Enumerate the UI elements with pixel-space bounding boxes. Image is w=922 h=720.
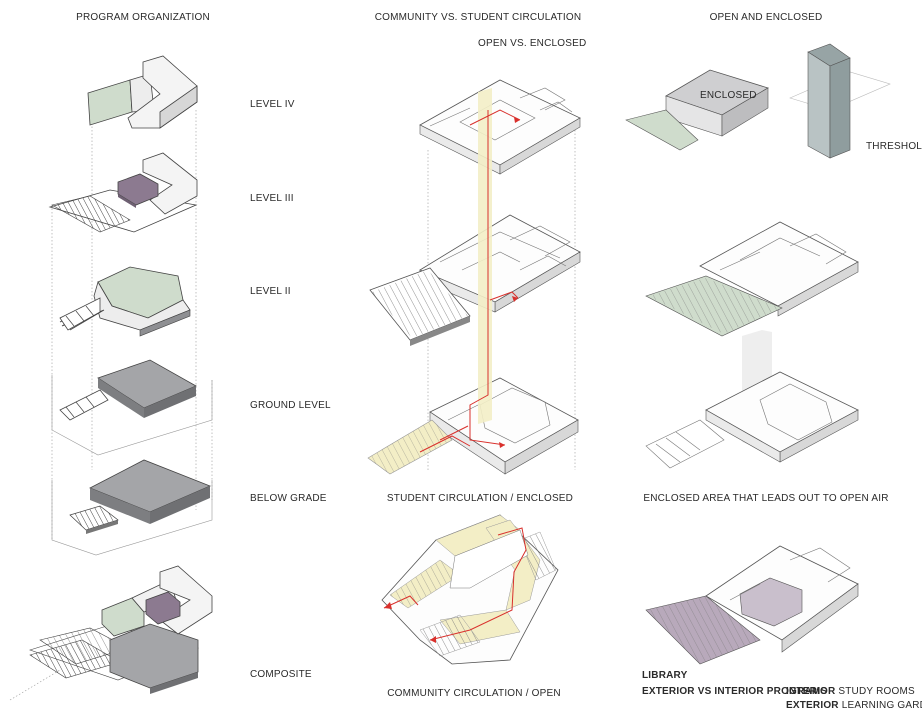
circulation-path [419,109,521,453]
library-interior: INTERIOR STUDY ROOMS [786,686,915,698]
label-level-iv: LEVEL IV [250,99,295,110]
circulation-column [367,79,581,665]
column-title-program: PROGRAM ORGANIZATION [76,12,210,23]
library-exterior-label: EXTERIOR [786,700,839,711]
label-student-circulation: STUDENT CIRCULATION / ENCLOSED [386,493,574,504]
label-open-vs-enclosed: OPEN VS. ENCLOSED [478,38,587,49]
enclosed-block [625,69,769,151]
library-exterior: EXTERIOR LEARNING GARDEN [786,700,922,712]
label-enclosed-area: ENCLOSED AREA THAT LEADS OUT TO OPEN AIR [643,493,889,504]
ground-level-block [51,359,213,456]
library-subtitle: EXTERIOR VS INTERIOR PROGRAMS [642,686,828,697]
circulation-level-ii [369,214,581,346]
library-exterior-value: LEARNING GARDEN [841,700,922,711]
circulation-ground [367,377,579,475]
program-organization-column [9,55,213,701]
label-threshold: THRESHOLD [866,141,922,152]
column-title-circulation: COMMUNITY VS. STUDENT CIRCULATION [374,12,582,23]
column-title-open-enclosed: OPEN AND ENCLOSED [709,12,823,23]
open-enclosed-level-ii [645,221,859,337]
library-interior-value: STUDY ROOMS [838,686,915,697]
student-community-circulation [381,514,559,665]
level-iv-block [87,55,198,129]
circulation-guides [427,130,576,470]
open-enclosed-ground [645,371,859,469]
threshold-block [789,43,891,159]
label-below-grade: BELOW GRADE [250,493,327,504]
library-title: LIBRARY [642,670,688,681]
composite-block [9,565,213,701]
label-level-iii: LEVEL III [250,193,294,204]
label-composite: COMPOSITE [250,669,312,680]
library-block [645,545,859,665]
label-enclosed: ENCLOSED [700,90,757,101]
level-iii-block [48,152,198,233]
label-community-circulation: COMMUNITY CIRCULATION / OPEN [387,688,561,699]
circulation-core [478,88,492,424]
level-ii-block [59,266,191,337]
library-interior-label: INTERIOR [786,686,836,697]
below-grade-block [51,459,213,556]
circulation-level-iv [419,79,581,175]
label-ground-level: GROUND LEVEL [250,400,331,411]
open-enclosed-column [625,43,891,665]
label-level-ii: LEVEL II [250,286,291,297]
